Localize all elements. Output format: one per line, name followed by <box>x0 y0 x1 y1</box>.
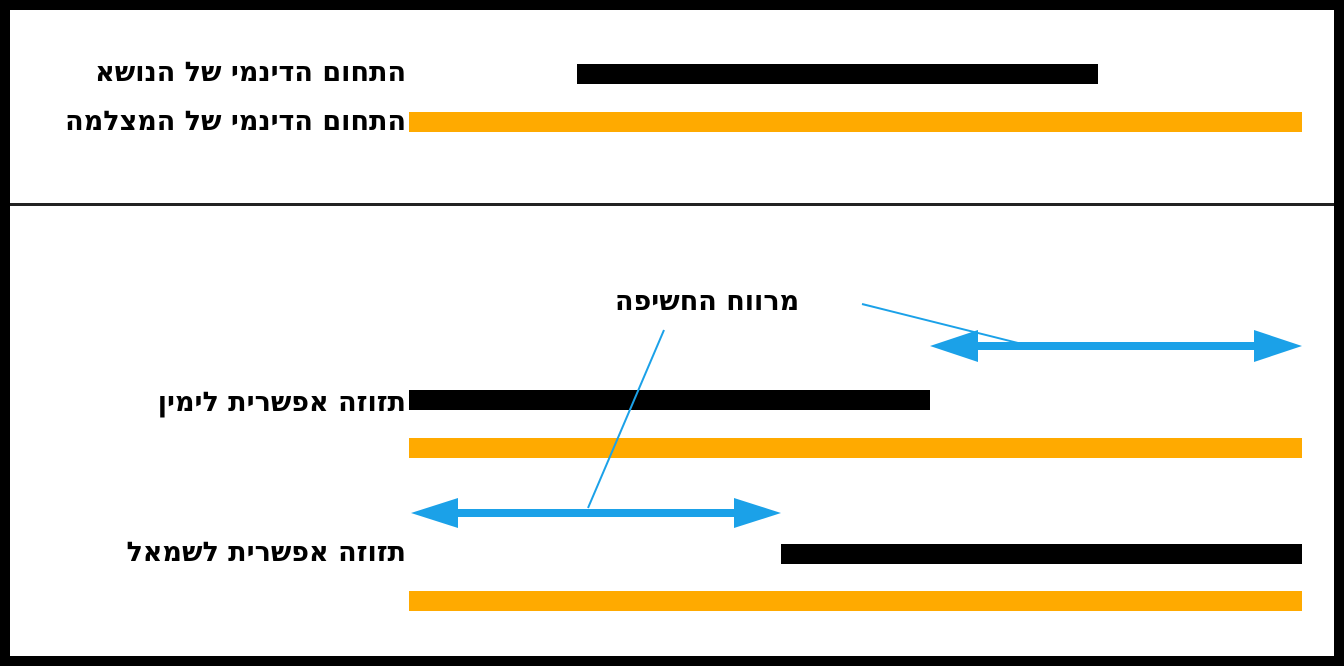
exposure-margin-left-arrow <box>411 498 781 528</box>
exposure-latitude-label: מרווח החשיפה <box>615 286 800 317</box>
subject-range-bar-shift-left <box>781 544 1302 564</box>
label-pointer-lines <box>587 303 1023 509</box>
subject-range-bar-shift-right <box>409 390 930 410</box>
camera-dynamic-range-label: התחום הדינמי של המצלמה <box>65 106 406 137</box>
shift-right-label: תזוזה אפשרית לימין <box>157 387 406 418</box>
subject-range-bar-top <box>577 64 1098 84</box>
camera-range-bar-shift-right <box>409 438 1302 458</box>
camera-range-bar-shift-left <box>409 591 1302 611</box>
arrows-overlay <box>411 303 1302 528</box>
exposure-margin-right-arrow <box>930 330 1302 362</box>
diagram-frame: התחום הדינמי של הנושא התחום הדינמי של המ… <box>10 10 1334 656</box>
camera-range-bar-top <box>409 112 1302 132</box>
subject-dynamic-range-label: התחום הדינמי של הנושא <box>95 57 406 88</box>
shift-left-label: תזוזה אפשרית לשמאל <box>126 537 406 568</box>
section-divider <box>10 203 1334 206</box>
